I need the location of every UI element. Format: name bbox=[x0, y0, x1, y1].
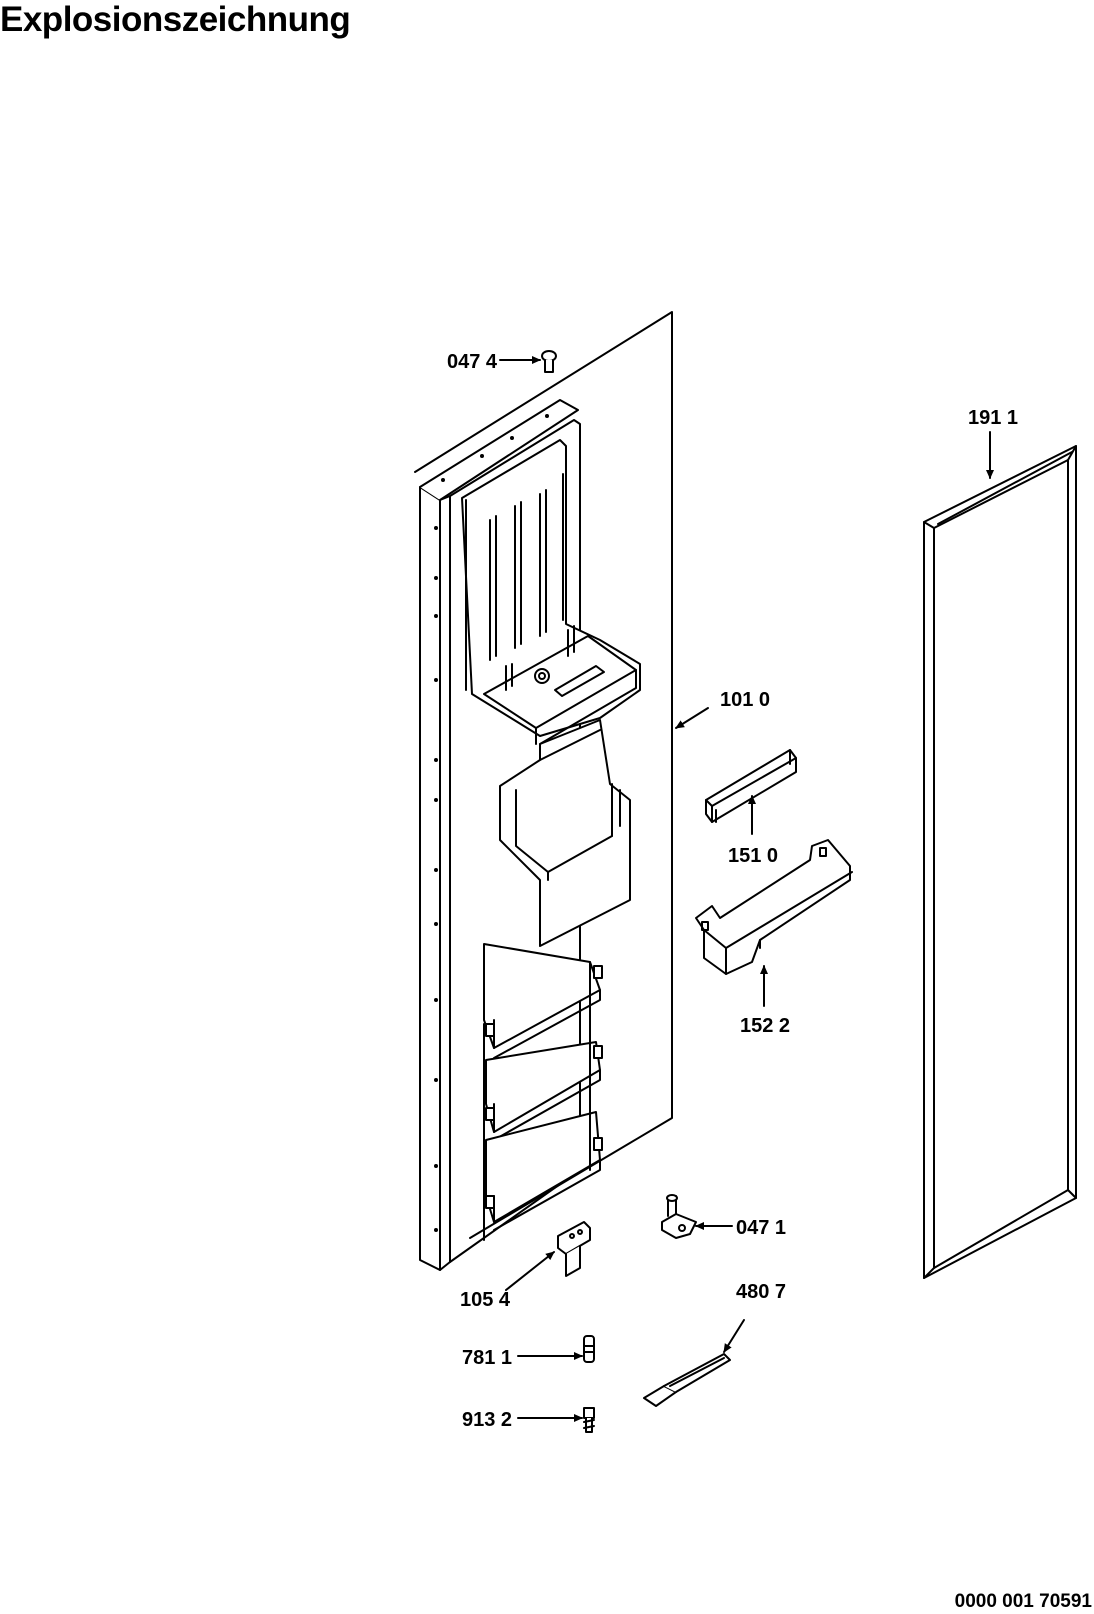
door-assembly bbox=[414, 311, 673, 1271]
hinge-pin-top bbox=[541, 350, 557, 373]
callout-label-1054: 105 4 bbox=[460, 1289, 511, 1311]
callout-label-1010: 101 0 bbox=[720, 689, 770, 711]
callout-label-1911: 191 1 bbox=[968, 407, 1018, 429]
frame-screw-holes bbox=[434, 414, 549, 1232]
screw bbox=[583, 1407, 595, 1433]
callout-label-7811: 781 1 bbox=[462, 1347, 512, 1369]
leader-arrows bbox=[499, 356, 994, 1422]
door-shelf-bin bbox=[695, 839, 853, 975]
callout-label-0471: 047 1 bbox=[736, 1217, 786, 1239]
callout-label-1522: 152 2 bbox=[740, 1015, 790, 1037]
callout-label-4807: 480 7 bbox=[736, 1281, 786, 1303]
document-number: 0000 001 70591 bbox=[954, 1591, 1092, 1612]
door-bar bbox=[705, 749, 797, 823]
bushing bbox=[583, 1335, 595, 1363]
door-gasket bbox=[923, 445, 1077, 1279]
hinge-bracket bbox=[557, 1221, 591, 1277]
callout-label-1510: 151 0 bbox=[728, 845, 778, 867]
callout-label-0474: 047 4 bbox=[447, 351, 498, 373]
hinge-bottom bbox=[661, 1194, 697, 1239]
door-tool bbox=[643, 1353, 731, 1407]
page-title: Explosionszeichnung bbox=[0, 0, 351, 39]
callout-label-9132: 913 2 bbox=[462, 1409, 512, 1431]
